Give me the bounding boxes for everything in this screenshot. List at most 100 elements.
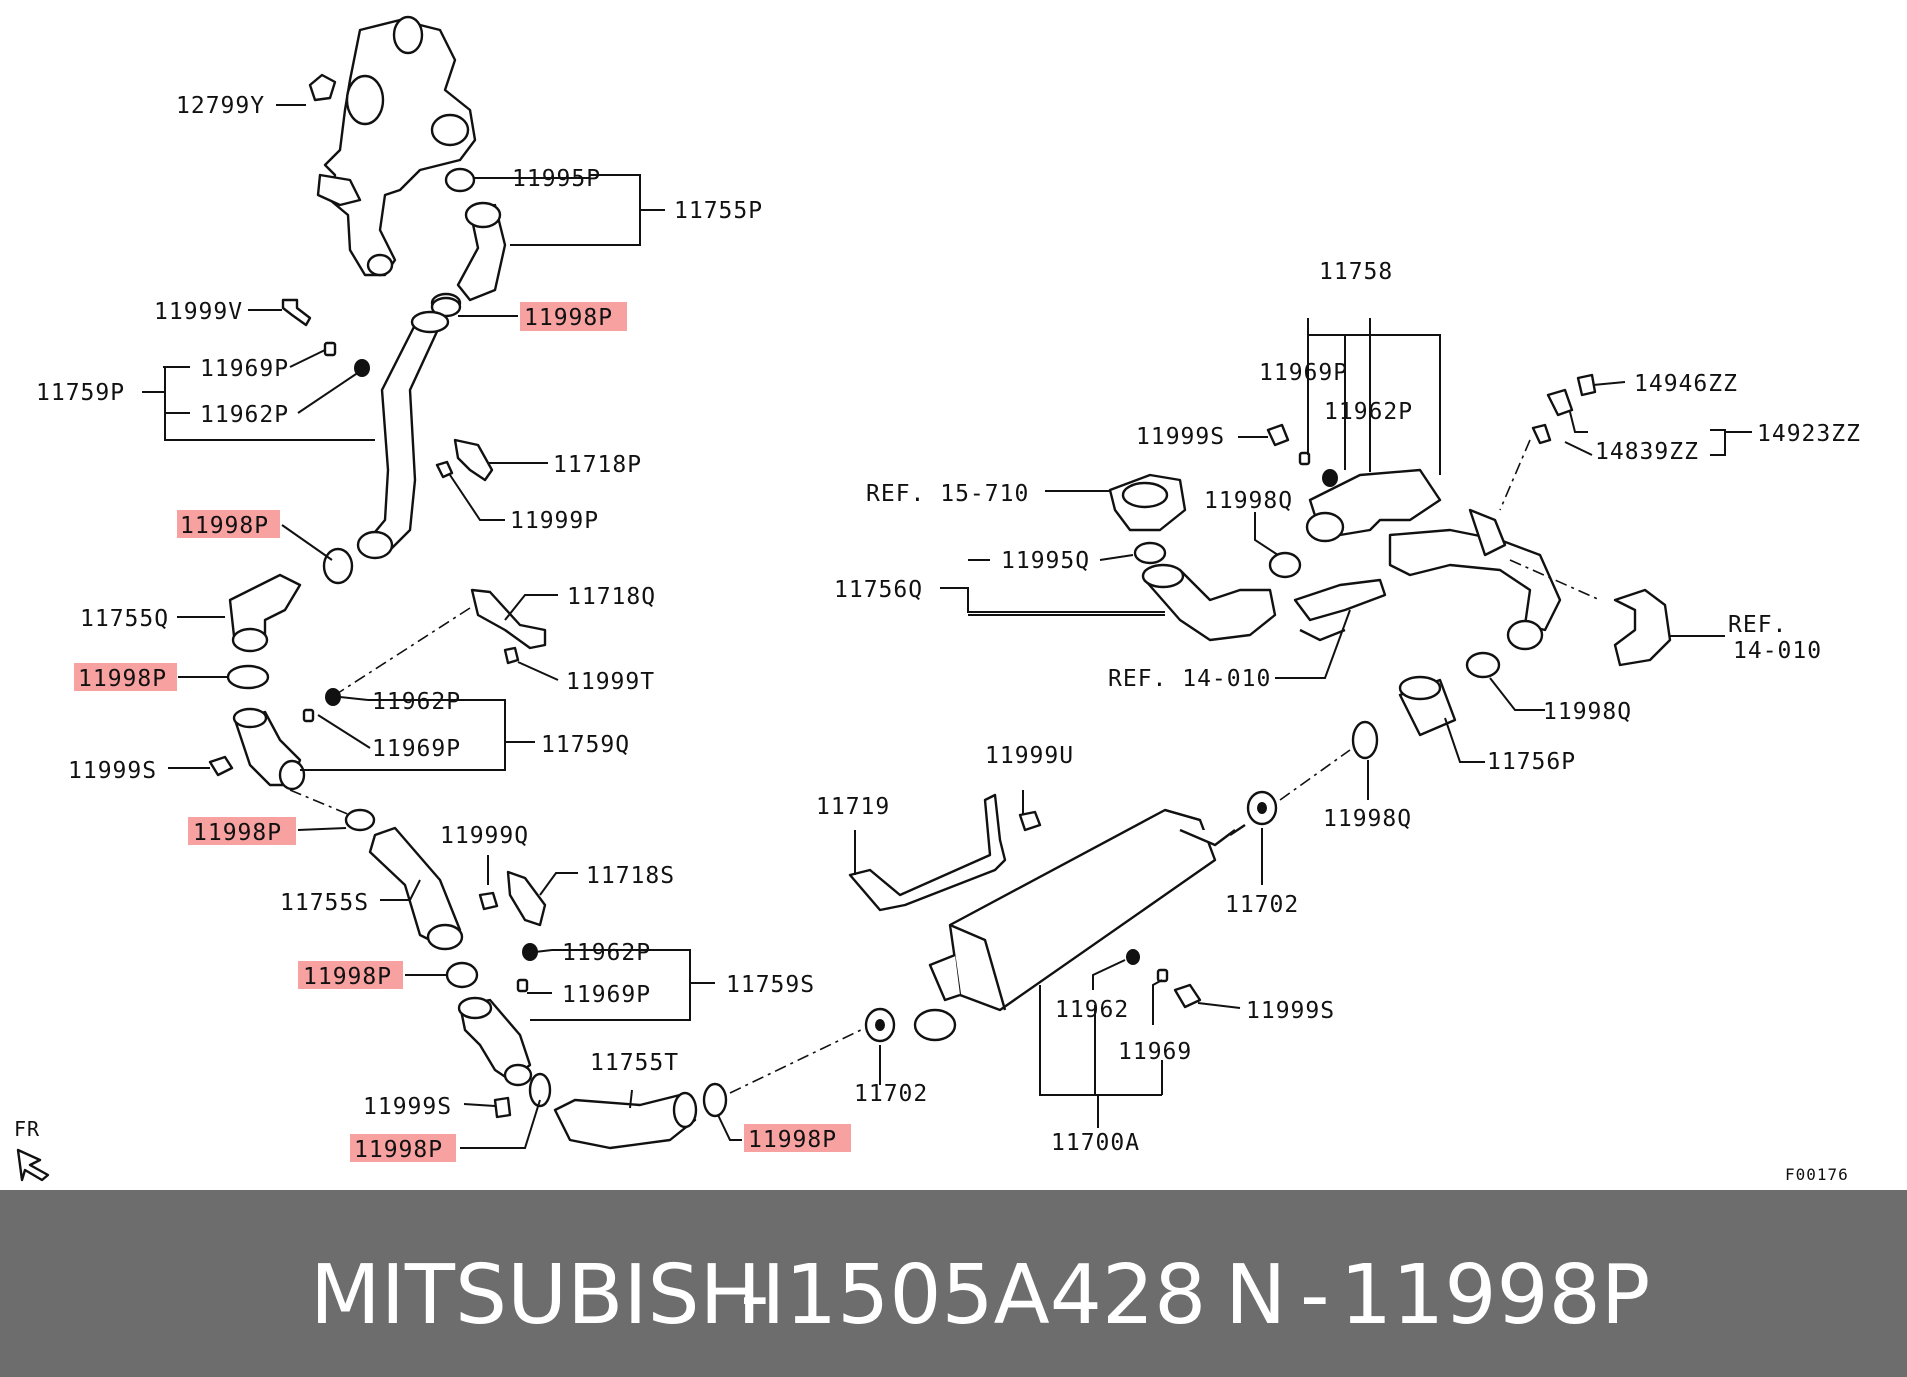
- label-11999S[interactable]: 11999S: [363, 1094, 452, 1120]
- clamp-11998Q-c-drawing: [1268, 551, 1302, 579]
- label-11998P-highlighted[interactable]: 11998P: [193, 820, 282, 846]
- label-11755P[interactable]: 11755P: [674, 198, 763, 224]
- figure-code: F00176: [1785, 1165, 1849, 1184]
- bolt-11999P-drawing: [435, 460, 454, 479]
- label-11759Q[interactable]: 11759Q: [541, 732, 630, 758]
- banner-background: [0, 1190, 1907, 1377]
- bracket-11719-drawing: [848, 793, 1007, 912]
- hose-11756P-drawing: [1398, 675, 1457, 737]
- label-11759P[interactable]: 11759P: [36, 380, 125, 406]
- label-11719[interactable]: 11719: [816, 794, 890, 820]
- label-11755T[interactable]: 11755T: [590, 1050, 679, 1076]
- banner-brand: MITSUBISHI: [310, 1248, 785, 1343]
- label-11700A[interactable]: 11700A: [1051, 1130, 1140, 1156]
- label-11962[interactable]: 11962: [1055, 997, 1129, 1023]
- banner-separator: -: [740, 1248, 770, 1343]
- label-11999U[interactable]: 11999U: [985, 743, 1074, 769]
- label-11718P[interactable]: 11718P: [553, 452, 642, 478]
- label-11998Q[interactable]: 11998Q: [1323, 806, 1412, 832]
- label-11755Q[interactable]: 11755Q: [80, 606, 169, 632]
- label-11718Q[interactable]: 11718Q: [567, 584, 656, 610]
- turbocharger-drawing: [316, 15, 477, 277]
- clip-11969-drawing: [1156, 968, 1169, 983]
- label-11999S[interactable]: 11999S: [1136, 424, 1225, 450]
- nut-11962-drawing: [1126, 949, 1140, 965]
- label-ref-15-710[interactable]: REF. 15-710: [866, 481, 1029, 507]
- banner-oem-number: 1505A428: [785, 1248, 1206, 1343]
- label-11998P-highlighted[interactable]: 11998P: [354, 1137, 443, 1163]
- hose-ref-14-010-b-drawing: [1613, 588, 1672, 667]
- pipe-11759S-drawing: [457, 996, 533, 1087]
- clamp-11998Q-a-drawing: [1351, 720, 1379, 760]
- label-11999T[interactable]: 11999T: [566, 669, 655, 695]
- label-11962P[interactable]: 11962P: [562, 940, 651, 966]
- clamp-11998P-e-drawing: [445, 961, 479, 989]
- label-11756Q[interactable]: 11756Q: [834, 577, 923, 603]
- nut-11962P-c-drawing: [522, 943, 538, 961]
- label-11998Q[interactable]: 11998Q: [1204, 488, 1293, 514]
- clamp-11998Q-b-drawing: [1465, 651, 1501, 679]
- label-11998P-highlighted[interactable]: 11998P: [78, 666, 167, 692]
- label-14923ZZ[interactable]: 14923ZZ: [1757, 421, 1861, 447]
- label-11969P[interactable]: 11969P: [372, 736, 461, 762]
- pipe-11758-drawing: [1305, 468, 1562, 651]
- label-11969P[interactable]: 11969P: [200, 356, 289, 382]
- label-11755S[interactable]: 11755S: [280, 890, 369, 916]
- label-ref-14-010[interactable]: REF. 14-010: [1108, 666, 1271, 692]
- label-11998P-highlighted[interactable]: 11998P: [180, 513, 269, 539]
- label-11998P-highlighted[interactable]: 11998P: [748, 1127, 837, 1153]
- label-11999Q[interactable]: 11999Q: [440, 823, 529, 849]
- label-11962P[interactable]: 11962P: [372, 689, 461, 715]
- leader-lines: [142, 104, 1752, 1149]
- bolt-11999Q-drawing: [478, 891, 499, 911]
- label-11702[interactable]: 11702: [854, 1081, 928, 1107]
- bracket-11718Q-drawing: [470, 588, 547, 650]
- label-11995P[interactable]: 11995P: [512, 166, 601, 192]
- label-11998Q[interactable]: 11998Q: [1543, 699, 1632, 725]
- label-ref[interactable]: REF.: [1728, 612, 1787, 638]
- label-11756P[interactable]: 11756P: [1487, 749, 1576, 775]
- hose-11756Q-drawing: [1141, 563, 1277, 642]
- label-11999S[interactable]: 11999S: [1246, 998, 1335, 1024]
- label-14839ZZ[interactable]: 14839ZZ: [1595, 439, 1699, 465]
- bolt-11999S-a-drawing: [208, 755, 234, 777]
- bolt-14946ZZ-drawing: [1576, 373, 1597, 397]
- clamp-11998P-g-drawing: [702, 1082, 728, 1118]
- label-11759S[interactable]: 11759S: [726, 972, 815, 998]
- hose-11755S-drawing: [368, 826, 464, 951]
- dashed-assembly-lines: [289, 439, 1601, 1094]
- label-11998P-highlighted[interactable]: 11998P: [524, 305, 613, 331]
- label-11969[interactable]: 11969: [1118, 1039, 1192, 1065]
- clip-11969P-d-drawing: [1298, 451, 1311, 466]
- label-11969P[interactable]: 11969P: [562, 982, 651, 1008]
- label-11999V[interactable]: 11999V: [154, 299, 243, 325]
- clip-11969P-c-drawing: [516, 978, 529, 993]
- label-11758[interactable]: 11758: [1319, 259, 1393, 285]
- hose-11755Q-drawing: [228, 573, 302, 653]
- label-14-010[interactable]: 14-010: [1733, 638, 1822, 664]
- nut-11962P-d-drawing: [1322, 469, 1338, 487]
- bolt-11999V-drawing: [281, 298, 312, 327]
- bolt-11999S-d-drawing: [1266, 423, 1290, 447]
- hose-11755T-drawing: [553, 1091, 698, 1150]
- label-11999S[interactable]: 11999S: [68, 758, 157, 784]
- label-12799Y[interactable]: 12799Y: [176, 93, 265, 119]
- part-number-banner: MITSUBISHI - 1505A428 N - 11998P: [0, 1190, 1907, 1377]
- label-11702[interactable]: 11702: [1225, 892, 1299, 918]
- label-14946ZZ[interactable]: 14946ZZ: [1634, 371, 1738, 397]
- label-11969P[interactable]: 11969P: [1259, 360, 1348, 386]
- label-11998P-highlighted[interactable]: 11998P: [303, 964, 392, 990]
- grommet-11702-a-drawing: [864, 1007, 896, 1043]
- label-11718S[interactable]: 11718S: [586, 863, 675, 889]
- label-11962P[interactable]: 11962P: [200, 402, 289, 428]
- bolt-11999S-c-drawing: [1173, 983, 1202, 1009]
- clamp-11998P-d-drawing: [344, 808, 376, 832]
- label-11995Q[interactable]: 11995Q: [1001, 548, 1090, 574]
- pipe-11759P-drawing: [356, 310, 450, 560]
- label-11999P[interactable]: 11999P: [510, 508, 599, 534]
- sensor-14923ZZ-drawing: [1546, 388, 1574, 417]
- nut-11962P-b-drawing: [325, 688, 341, 706]
- label-11962P[interactable]: 11962P: [1324, 399, 1413, 425]
